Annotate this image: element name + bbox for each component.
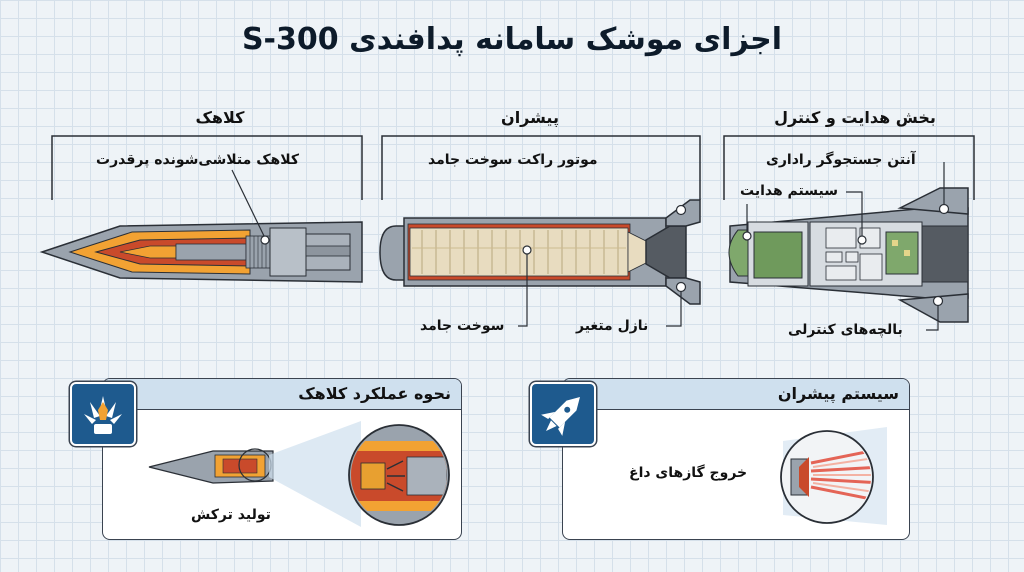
rocket-badge	[530, 382, 596, 446]
label-solid-fuel: سوخت جامد	[420, 318, 505, 334]
propulsion-section	[379, 199, 701, 305]
label-warhead-component: کلاهک متلاشی‌شونده پرقدرت	[96, 152, 300, 168]
panel-warhead-operation: نحوه عملکرد کلاهک تولید ترکش	[102, 378, 462, 540]
panel-title-warhead-operation: نحوه عملکرد کلاهک	[298, 384, 451, 403]
panel-header: سیستم پیشران	[563, 379, 909, 410]
warhead-operation-illustration	[148, 421, 450, 527]
section-title-guidance: بخش هدایت و کنترل	[774, 108, 936, 127]
label-radar-antenna: آنتن جستجوگر راداری	[766, 152, 916, 168]
section-brackets	[51, 135, 975, 200]
label-control-fins: بالچه‌های کنترلی	[788, 322, 903, 338]
label-variable-nozzle: نازل متغیر	[576, 318, 649, 334]
explosion-icon	[84, 396, 122, 434]
page-title: اجزای موشک سامانه پدافندی S-300	[241, 22, 783, 57]
warhead-section	[39, 221, 363, 283]
section-title-propulsion: پیشران	[501, 108, 559, 127]
explosion-badge	[70, 382, 136, 446]
panel-title-propulsion-system: سیستم پیشران	[777, 384, 899, 403]
rocket-icon	[541, 397, 580, 436]
section-title-warhead: کلاهک	[195, 108, 245, 127]
label-hot-gas-exhaust: خروج گازهای داغ	[629, 465, 748, 481]
propulsion-illustration	[780, 427, 887, 525]
label-fragment-generation: تولید ترکش	[191, 507, 271, 523]
panel-header: نحوه عملکرد کلاهک	[103, 379, 461, 410]
leader-lines	[231, 162, 945, 331]
panel-propulsion-system: سیستم پیشران خروج گازهای داغ	[562, 378, 910, 540]
guidance-section	[728, 187, 969, 323]
label-rocket-motor: موتور راکت سوخت جامد	[428, 152, 598, 168]
label-guidance-system: سیستم هدایت	[740, 183, 838, 199]
